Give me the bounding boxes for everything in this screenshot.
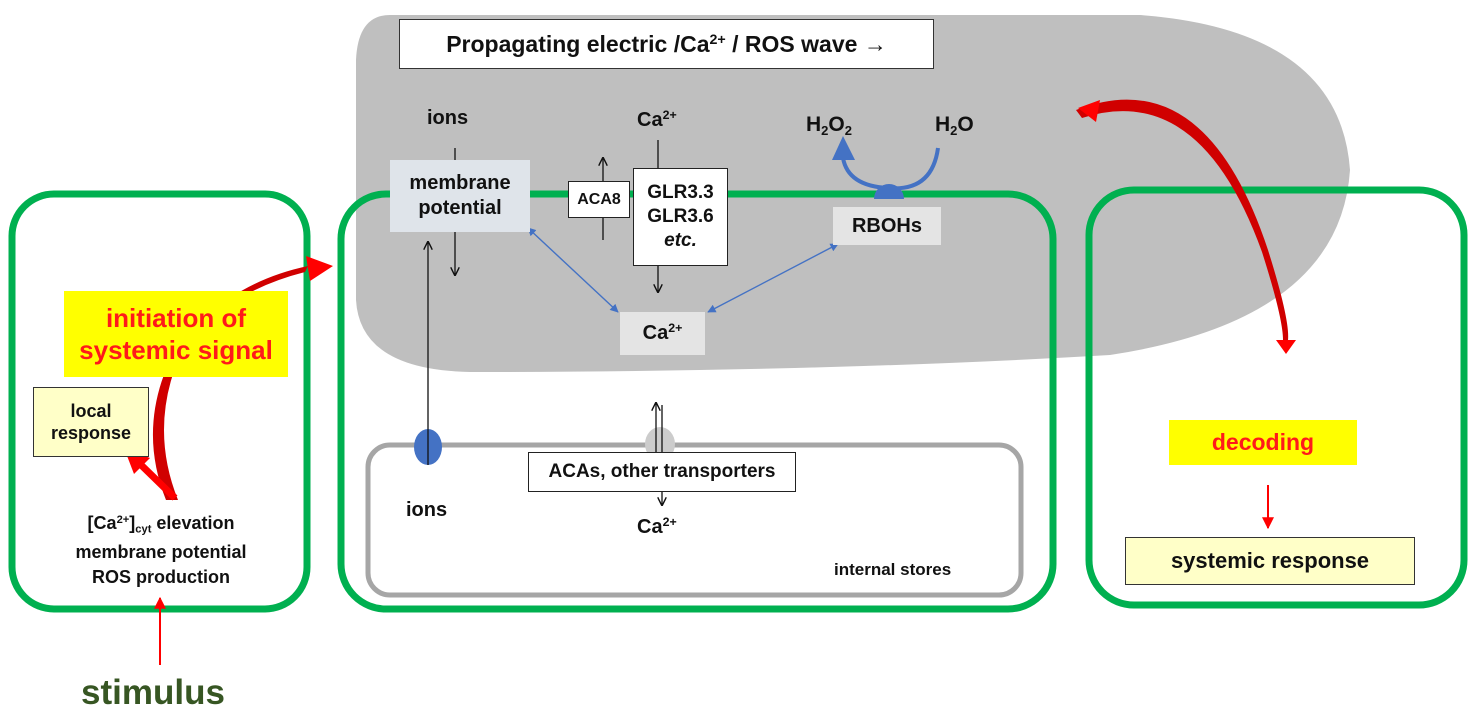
ions-bottom-label: ions — [406, 499, 448, 521]
h2o2-h: H — [806, 113, 822, 136]
local-response-line1: local — [70, 400, 112, 421]
ions-top-label: ions — [427, 107, 469, 129]
h2o-label: H2O — [935, 112, 974, 137]
cyt-elevation-text: elevation — [151, 513, 235, 533]
wave-title: Propagating electric /Ca2+ / ROS wave → — [399, 19, 934, 69]
initiation-line1: initiation of — [105, 302, 247, 333]
initiation-box: initiation of systemic signal — [64, 291, 288, 377]
ca-bottom-base: Ca — [637, 516, 663, 538]
membrane-ca-link — [527, 227, 619, 313]
signal-initiation-arrow — [152, 266, 308, 500]
ca-cytosol-base: Ca — [642, 322, 669, 344]
rbohs-box: RBOHs — [833, 207, 941, 245]
wave-title-sup: 2+ — [709, 31, 726, 48]
right-cell — [1085, 186, 1468, 609]
systemic-response-box: systemic response — [1125, 537, 1415, 585]
ca-cytosol-box: Ca2+ — [620, 312, 705, 355]
glr-line1: GLR3.3 — [647, 182, 714, 204]
systemic-signal-arrowhead — [1078, 100, 1100, 122]
rboh-ca-link — [707, 243, 839, 313]
ca-bottom-label: Ca2+ — [637, 515, 677, 539]
membrane-potential-line2: potential — [418, 197, 502, 219]
h2o-sub: 2 — [950, 122, 958, 138]
h2o-h: H — [935, 113, 951, 136]
internal-stores-label: internal stores — [834, 560, 952, 579]
aca8-box: ACA8 — [568, 181, 630, 218]
wave-arrow-icon: → — [863, 30, 887, 57]
h2o2-sub-a: 2 — [821, 122, 829, 138]
decoding-box: decoding — [1169, 420, 1357, 465]
ca-top-base: Ca — [637, 109, 663, 131]
local-response-arrow — [134, 458, 178, 501]
systemic-signal-tip — [1276, 340, 1296, 354]
local-response-box: local response — [33, 387, 149, 457]
h2o-o: O — [957, 113, 974, 136]
cyt-sub: cyt — [135, 523, 152, 536]
h2o2-label: H2O2 — [806, 112, 852, 137]
cyt-sup: 2+ — [116, 513, 130, 526]
cyt-bracket: [Ca — [87, 513, 117, 533]
signal-initiation-arrowhead — [306, 256, 333, 281]
membrane-potential-line1: membrane — [409, 172, 511, 194]
ca-top-label: Ca2+ — [637, 108, 677, 132]
ca-cytosol-sup: 2+ — [668, 321, 683, 336]
local-response-line2: response — [50, 423, 132, 443]
initiation-line2: systemic signal — [79, 335, 273, 365]
h2o2-sub-b: 2 — [844, 122, 853, 138]
cyt-close: ] — [129, 513, 136, 533]
wave-title-prefix: Propagating electric /Ca — [446, 30, 710, 57]
ca-top-sup: 2+ — [662, 108, 677, 123]
membrane-potential-label: membrane potential — [75, 542, 247, 562]
glr-line3: etc. — [664, 229, 697, 251]
ros-production-label: ROS production — [92, 567, 230, 587]
rboh-enzyme-icon — [874, 184, 904, 199]
glr-line2: GLR3.6 — [647, 206, 714, 228]
ca-bottom-sup: 2+ — [662, 515, 677, 530]
stimulus-label: stimulus — [81, 673, 225, 712]
h2o2-arrowhead — [832, 136, 855, 160]
wave-title-suffix: / ROS wave — [725, 30, 858, 57]
membrane-potential-box: membrane potential — [390, 160, 530, 232]
acas-box: ACAs, other transporters — [528, 452, 796, 492]
cyt-elevation-label: [Ca2+]cyt elevation — [58, 513, 264, 535]
glr-box: GLR3.3 GLR3.6 etc. — [633, 168, 728, 266]
h2o2-o: O — [828, 113, 845, 136]
